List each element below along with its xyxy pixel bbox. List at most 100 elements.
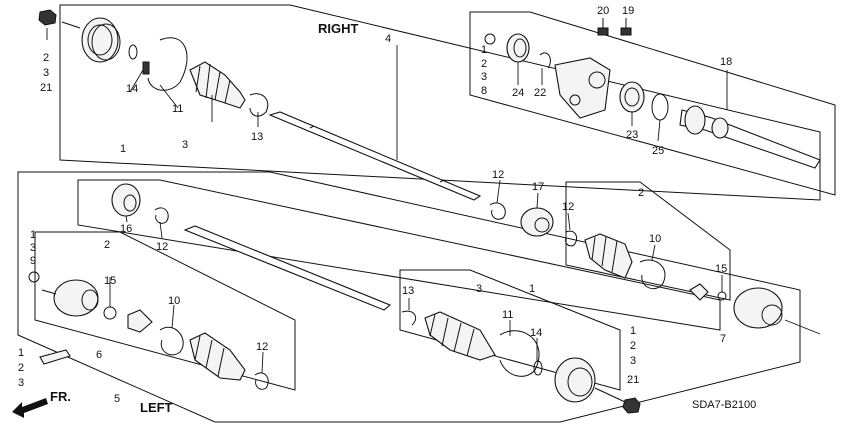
callout-c-4: 4 bbox=[385, 33, 391, 45]
boot-band-right-small bbox=[128, 44, 138, 60]
callout-c-18: 18 bbox=[720, 56, 732, 68]
callout-c-22: 22 bbox=[534, 87, 546, 99]
bearing-23 bbox=[619, 81, 645, 113]
callout-c-l-9: 9 bbox=[30, 255, 36, 267]
callout-c-12c: 12 bbox=[156, 241, 168, 253]
callout-c-kit-1: 1 bbox=[481, 44, 487, 56]
callout-c-l-e3: 3 bbox=[630, 355, 636, 367]
boot-band-right-large bbox=[142, 37, 188, 91]
clip-22 bbox=[539, 52, 551, 69]
tripod-joint-right bbox=[689, 283, 727, 301]
callout-c-17: 17 bbox=[532, 181, 544, 193]
snap-ring-kit bbox=[484, 33, 496, 45]
tripod-housing-17 bbox=[520, 207, 554, 237]
boot-outer-left bbox=[424, 311, 496, 361]
snap-ring-13-left bbox=[401, 310, 417, 326]
callout-c-10r: 10 bbox=[649, 233, 661, 245]
frame-inner-right-boot bbox=[565, 181, 731, 301]
cv-joint-16 bbox=[111, 183, 141, 217]
callout-c-16: 16 bbox=[120, 223, 132, 235]
band-10-right bbox=[639, 259, 666, 290]
callout-c-r-top-a3: 21 bbox=[40, 82, 52, 94]
bolt-19 bbox=[620, 18, 632, 36]
clip-6 bbox=[39, 349, 71, 365]
joint-spider-left bbox=[127, 309, 153, 333]
frame-outer-left-boot bbox=[399, 269, 621, 391]
bolt-20 bbox=[597, 18, 609, 36]
bracket-support bbox=[554, 57, 611, 119]
callout-c-l-1: 1 bbox=[30, 229, 36, 241]
callout-c-l-1c: 1 bbox=[529, 283, 535, 295]
callout-c-15r: 15 bbox=[715, 263, 727, 275]
bearing-ring-24 bbox=[506, 33, 530, 63]
outer-cv-joint-left bbox=[554, 357, 626, 403]
callout-c-24: 24 bbox=[512, 87, 524, 99]
callout-c-l-2b: 2 bbox=[18, 362, 24, 374]
boot-band-12-inner bbox=[565, 230, 578, 247]
frame-right-kit bbox=[469, 11, 836, 196]
band-10-left bbox=[159, 327, 184, 356]
callout-c-l-3b: 3 bbox=[18, 377, 24, 389]
callout-c-l-11: 11 bbox=[502, 309, 513, 321]
outer-joint-left bbox=[41, 279, 99, 317]
callout-c-kit-2: 2 bbox=[481, 58, 487, 70]
snap-ring-right bbox=[249, 93, 269, 117]
callout-c-l-10: 10 bbox=[168, 295, 180, 307]
callout-c-12a: 12 bbox=[492, 169, 504, 181]
callout-c-r-3: 3 bbox=[182, 139, 188, 151]
callout-c-l-e1: 1 bbox=[630, 325, 636, 337]
callout-c-20: 20 bbox=[597, 5, 609, 17]
section-right-title: RIGHT bbox=[318, 21, 359, 36]
callout-c-r-top-a1: 2 bbox=[43, 52, 49, 64]
callout-c-19: 19 bbox=[622, 5, 634, 17]
callout-c-l-12: 12 bbox=[256, 341, 268, 353]
front-direction-arrow: FR. bbox=[12, 389, 71, 418]
nut-bottom-right bbox=[622, 397, 641, 414]
band-14-left bbox=[533, 360, 543, 376]
diagram-code: SDA7-B2100 bbox=[692, 399, 756, 411]
leader-lines bbox=[46, 28, 728, 374]
shaft-right bbox=[268, 111, 482, 201]
callout-c-23: 23 bbox=[626, 129, 638, 141]
frame-left-top bbox=[77, 179, 721, 331]
frame-right-assembly bbox=[59, 4, 821, 201]
band-11-left bbox=[499, 330, 540, 377]
band-12-left-end bbox=[254, 372, 269, 390]
callout-c-l-5: 5 bbox=[114, 393, 120, 405]
inner-cv-housing-right bbox=[733, 287, 821, 335]
fr-label: FR. bbox=[50, 389, 71, 404]
callout-c-kit-8: 8 bbox=[481, 85, 487, 97]
boot-left bbox=[189, 332, 246, 381]
callout-c-12b: 12 bbox=[562, 201, 574, 213]
snap-ring-25 bbox=[651, 93, 669, 121]
callout-c-l-6: 6 bbox=[96, 349, 102, 361]
boot-right bbox=[189, 61, 246, 109]
ring-15-left bbox=[103, 306, 117, 320]
callout-c-r-1: 1 bbox=[120, 143, 126, 155]
boot-band-12-left bbox=[154, 207, 169, 224]
callout-c-l-e21: 21 bbox=[627, 374, 639, 386]
callout-c-r-13: 13 bbox=[251, 131, 263, 143]
outer-cv-joint-right bbox=[61, 17, 121, 63]
intermediate-shaft-18 bbox=[679, 105, 821, 169]
boot-inner-right bbox=[584, 233, 633, 279]
callout-c-l-3c: 3 bbox=[476, 283, 482, 295]
callout-c-r-top-a2: 3 bbox=[43, 67, 49, 79]
callout-c-kit-3: 3 bbox=[481, 71, 487, 83]
callout-c-l-15: 15 bbox=[104, 275, 116, 287]
callout-c-l-13: 13 bbox=[402, 285, 414, 297]
callout-c-r-11: 11 bbox=[172, 103, 183, 115]
frame-left-subassembly bbox=[34, 231, 296, 391]
callout-c-l-14: 14 bbox=[530, 327, 542, 339]
callout-c-l-3: 3 bbox=[30, 242, 36, 254]
callout-c-l-e2: 2 bbox=[630, 340, 636, 352]
callout-c-2r: 2 bbox=[638, 187, 644, 199]
boot-band-12-right bbox=[489, 202, 506, 220]
callout-c-l-1b: 1 bbox=[18, 347, 24, 359]
callout-c-l-2: 2 bbox=[104, 239, 110, 251]
shaft-left bbox=[183, 225, 392, 311]
nut-top-left bbox=[38, 9, 57, 26]
frame-left-assembly bbox=[17, 171, 801, 423]
